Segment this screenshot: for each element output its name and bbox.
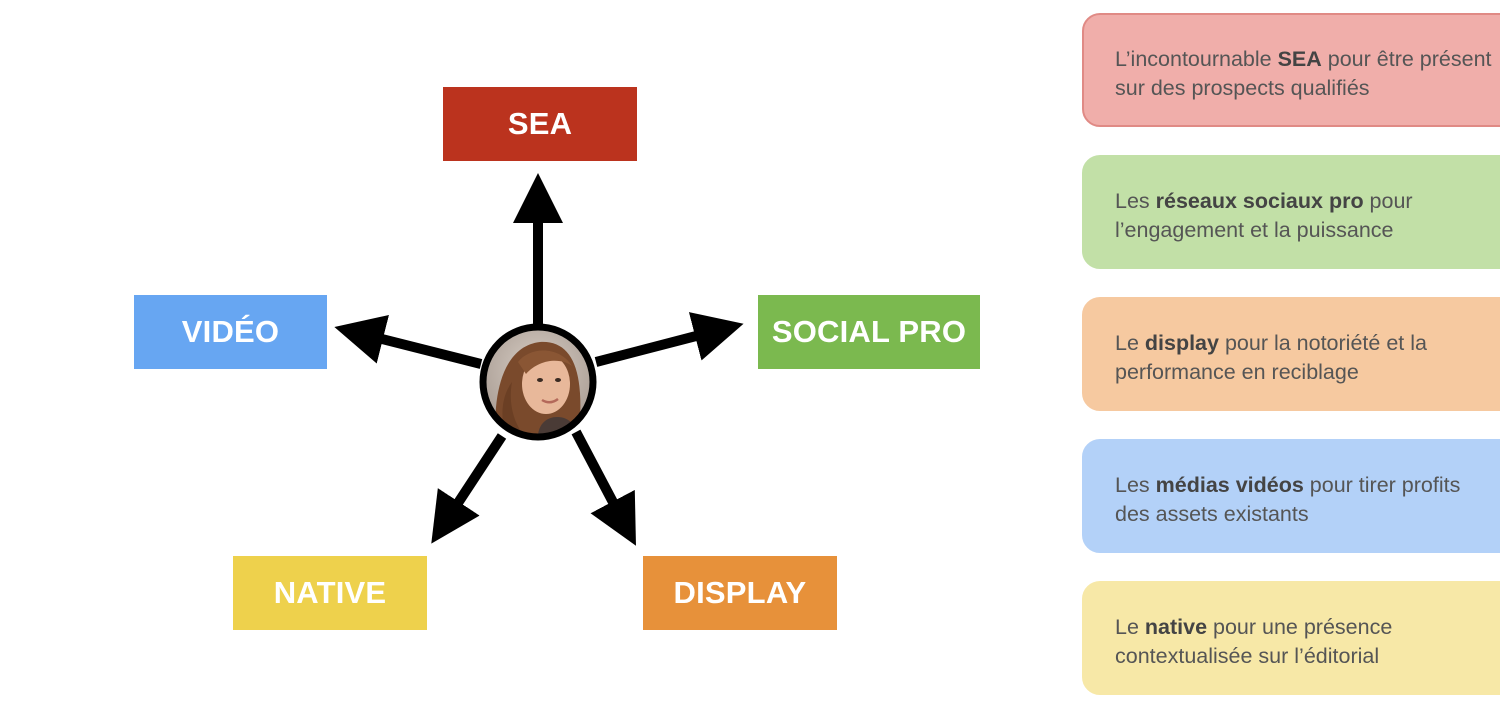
arrow-to-social-pro — [594, 312, 744, 367]
card-text-before: Les — [1115, 473, 1156, 497]
card-text-before: Le — [1115, 331, 1145, 355]
sea-node: SEA — [443, 87, 637, 161]
card-social-pro: Les réseaux sociaux pro pour l’engagemen… — [1082, 155, 1500, 269]
person-portrait-icon — [478, 322, 598, 442]
card-text-after: pour l’engagement et la puissance — [1115, 189, 1413, 242]
arrow-to-display — [571, 429, 636, 546]
native-node: NATIVE — [233, 556, 427, 630]
card-native: Le native pour une présence contextualis… — [1082, 581, 1500, 695]
card-text-after: pour la notoriété et la performance en r… — [1115, 331, 1427, 384]
card-text-after: pour une présence contextualisée sur l’é… — [1115, 615, 1393, 668]
card-text-bold: réseaux sociaux pro — [1155, 189, 1364, 213]
arrow-to-native — [431, 433, 507, 544]
card-text-before: Les — [1115, 189, 1156, 213]
card-display: Le display pour la notoriété et la perfo… — [1082, 297, 1500, 411]
card-text-before: L’incontournable — [1115, 47, 1278, 71]
display-node-label: DISPLAY — [673, 575, 807, 610]
card-text-after: pour tirer profits des assets existants — [1115, 473, 1461, 526]
social-pro-node: SOCIAL PRO — [758, 295, 980, 369]
card-text-before: Le — [1115, 615, 1145, 639]
arrow-to-video — [334, 314, 483, 369]
card-sea: L’incontournable SEA pour être présent s… — [1082, 13, 1500, 127]
video-node: VIDÉO — [134, 295, 327, 369]
social-pro-node-label: SOCIAL PRO — [771, 314, 967, 349]
video-node-label: VIDÉO — [181, 314, 280, 349]
card-text-after: pour être présent sur des prospects qual… — [1115, 47, 1492, 100]
sea-node-label: SEA — [507, 106, 573, 141]
card-video: Les médias vidéos pour tirer profits des… — [1082, 439, 1500, 553]
card-text-bold: médias vidéos — [1155, 473, 1304, 497]
card-text-bold: SEA — [1277, 47, 1322, 71]
display-node: DISPLAY — [643, 556, 837, 630]
card-text-bold: native — [1144, 615, 1208, 639]
card-text-bold: display — [1144, 331, 1219, 355]
native-node-label: NATIVE — [273, 575, 387, 610]
